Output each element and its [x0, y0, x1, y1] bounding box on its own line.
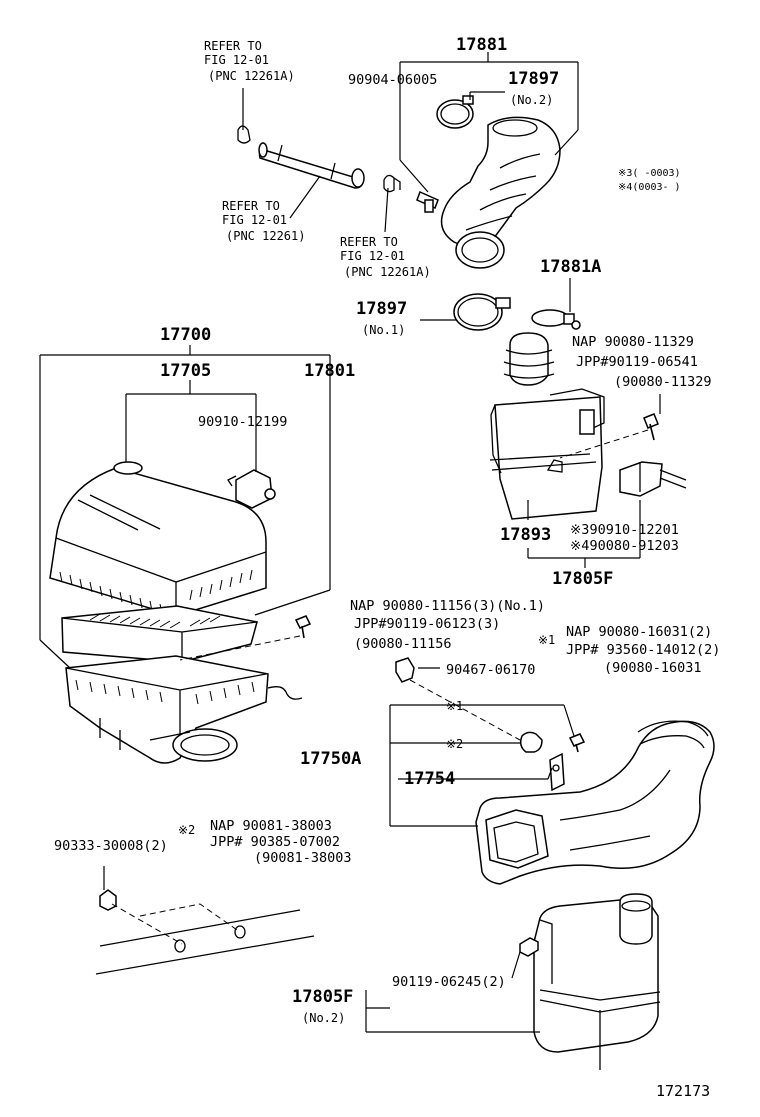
- grommet-90467-06170: [395, 657, 415, 683]
- clamp-17897-no1: [453, 293, 511, 331]
- label-17805F-no2-sub: (No.2): [302, 1011, 345, 1025]
- svg-text:FIG 12-01: FIG 12-01: [340, 249, 405, 263]
- intake-pipe-17750A: [475, 720, 715, 885]
- label-17897-no1-sub: (No.1): [362, 323, 405, 337]
- label-17881A: 17881A: [540, 257, 601, 277]
- refer-label-1: REFER TO FIG 12-01 (PNC 12261A): [204, 39, 295, 83]
- svg-text:FIG 12-01: FIG 12-01: [222, 213, 287, 227]
- resonator-17805F-no2: [519, 893, 661, 1070]
- note-star3: ※3( -0003): [618, 168, 681, 179]
- label-jpp-07002: JPP# 90385-07002: [210, 834, 340, 850]
- label-17897-no1: 17897: [356, 299, 407, 319]
- label-star2: ※2: [446, 737, 463, 751]
- refer-label-3: REFER TO FIG 12-01 (PNC 12261A): [340, 235, 431, 279]
- label-jpp-14012: JPP# 93560-14012(2): [566, 642, 720, 658]
- svg-text:(PNC 12261A): (PNC 12261A): [208, 69, 295, 83]
- label-alt-11156: (90080-11156: [354, 636, 452, 652]
- label-17893: 17893: [500, 525, 551, 545]
- bracket-17754: [549, 752, 565, 792]
- label-90910-12199: 90910-12199: [198, 414, 287, 430]
- pcv-hose: [258, 142, 365, 189]
- clamp-17881A: [531, 309, 581, 330]
- label-17805F-no2: 17805F: [292, 987, 353, 1007]
- label-jpp-06123: JPP#90119-06123(3): [354, 616, 500, 632]
- label-star1: ※1: [446, 699, 463, 713]
- label-90904-06005: 90904-06005: [348, 72, 437, 88]
- label-90467-06170: 90467-06170: [446, 662, 535, 678]
- label-17705: 17705: [160, 361, 211, 381]
- label-17750A: 17750A: [300, 749, 361, 769]
- label-star4-90080-91203: ※490080-91203: [570, 538, 679, 554]
- label-alt-38003: (90081-38003: [254, 850, 352, 866]
- label-nap-11329: NAP 90080-11329: [572, 334, 694, 350]
- vacuum-fitting: [416, 190, 439, 213]
- intake-hose-17881: [440, 116, 561, 269]
- refer-label-2: REFER TO FIG 12-01 (PNC 12261): [222, 199, 305, 243]
- resonator-17893: [489, 332, 605, 520]
- air-filter-element-17801: [61, 605, 258, 663]
- label-17700: 17700: [160, 325, 211, 345]
- cushion: [519, 731, 543, 753]
- air-cleaner-cap-17705: [49, 461, 267, 617]
- leader-lines: [39, 52, 661, 1033]
- svg-text:FIG 12-01: FIG 12-01: [204, 53, 269, 67]
- label-x1: ※1: [538, 633, 555, 647]
- svg-text:REFER TO: REFER TO: [340, 235, 398, 249]
- label-17801: 17801: [304, 361, 355, 381]
- hose-clamp-small: [237, 122, 251, 144]
- label-nap-16031: NAP 90080-16031(2): [566, 624, 712, 640]
- air-cleaner-case: [65, 655, 303, 764]
- air-flow-sensor: [227, 469, 276, 509]
- bolt-star1: [568, 733, 586, 753]
- screw-90080-11156: [294, 615, 312, 639]
- bolt-90080-11329: [643, 413, 659, 441]
- body-panel: [95, 889, 315, 975]
- label-alt-16031: (90080-16031: [604, 660, 702, 676]
- svg-text:REFER TO: REFER TO: [204, 39, 262, 53]
- label-jpp-06541: JPP#90119-06541: [576, 354, 698, 370]
- label-nap-38003: NAP 90081-38003: [210, 818, 332, 834]
- label-star3-90910-12201: ※390910-12201: [570, 522, 679, 538]
- svg-text:(PNC 12261A): (PNC 12261A): [344, 265, 431, 279]
- note-star4: ※4(0003- ): [618, 182, 681, 193]
- hose-clip: [383, 174, 401, 193]
- label-17897-no2-sub: (No.2): [510, 93, 553, 107]
- clamp-17897-no2: [436, 95, 474, 129]
- label-alt-11329: (90080-11329: [614, 374, 712, 390]
- svg-text:(PNC 12261): (PNC 12261): [226, 229, 305, 243]
- label-x2: ※2: [178, 823, 195, 837]
- label-17897-no2: 17897: [508, 69, 559, 89]
- svg-text:REFER TO: REFER TO: [222, 199, 280, 213]
- label-17754: 17754: [404, 769, 455, 789]
- label-90119-06245: 90119-06245(2): [392, 974, 506, 990]
- figure-number: 172173: [656, 1082, 710, 1100]
- label-90333-30008: 90333-30008(2): [54, 838, 168, 854]
- label-nap-11156: NAP 90080-11156(3)(No.1): [350, 598, 545, 614]
- label-17881: 17881: [456, 35, 507, 55]
- label-17805F: 17805F: [552, 569, 613, 589]
- resonator-clip: [619, 461, 687, 497]
